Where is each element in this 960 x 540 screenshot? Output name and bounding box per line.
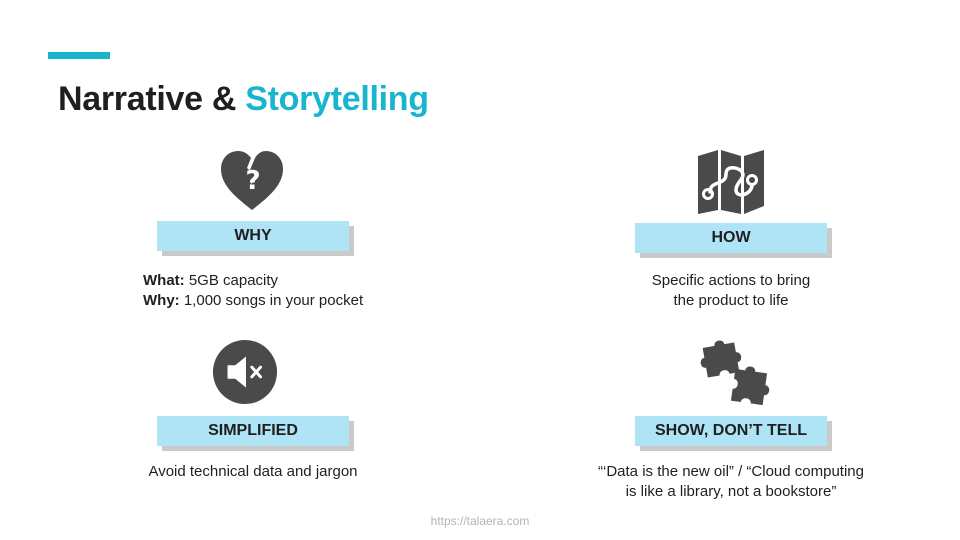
puzzle-pieces-icon: [697, 335, 771, 407]
how-line-2: the product to life: [673, 292, 789, 309]
why-line-2-key: Why:: [143, 292, 180, 309]
slide-title: Narrative & Storytelling: [58, 80, 429, 119]
simplified-label: SIMPLIFIED: [157, 416, 354, 451]
why-line-1-value: 5GB capacity: [184, 272, 279, 289]
speaker-mute-icon: [211, 338, 279, 406]
simplified-line-1: Avoid technical data and jargon: [148, 463, 358, 480]
how-description: Specific actions to bring the product to…: [630, 271, 832, 311]
footer-url: https://talaera.com: [430, 514, 530, 528]
broken-heart-question-icon: ?: [217, 146, 287, 216]
why-line-2: Why: 1,000 songs in your pocket: [143, 291, 363, 311]
show-dont-tell-line-2: is like a library, not a bookstore”: [625, 483, 837, 500]
why-description: What: 5GB capacity Why: 1,000 songs in y…: [143, 271, 363, 311]
title-highlight: Storytelling: [245, 80, 429, 118]
simplified-label-text: SIMPLIFIED: [157, 416, 349, 446]
simplified-description: Avoid technical data and jargon: [130, 462, 376, 482]
how-label-text: HOW: [635, 223, 827, 253]
svg-text:?: ?: [245, 166, 260, 196]
show-dont-tell-line-1: “‘Data is the new oil” / “Cloud computin…: [598, 463, 864, 480]
show-dont-tell-label-text: SHOW, DON’T TELL: [635, 416, 827, 446]
why-line-1: What: 5GB capacity: [143, 271, 363, 291]
show-dont-tell-description: “‘Data is the new oil” / “Cloud computin…: [575, 462, 887, 502]
why-line-2-value: 1,000 songs in your pocket: [179, 292, 364, 309]
why-line-1-key: What:: [143, 272, 185, 289]
why-label-text: WHY: [157, 221, 349, 251]
title-text: Narrative &: [58, 80, 246, 118]
why-label: WHY: [157, 221, 354, 256]
map-route-icon: [696, 146, 766, 216]
title-accent-bar: [48, 52, 110, 59]
how-line-1: Specific actions to bring: [651, 272, 811, 289]
how-label: HOW: [635, 223, 832, 258]
show-dont-tell-label: SHOW, DON’T TELL: [635, 416, 832, 451]
